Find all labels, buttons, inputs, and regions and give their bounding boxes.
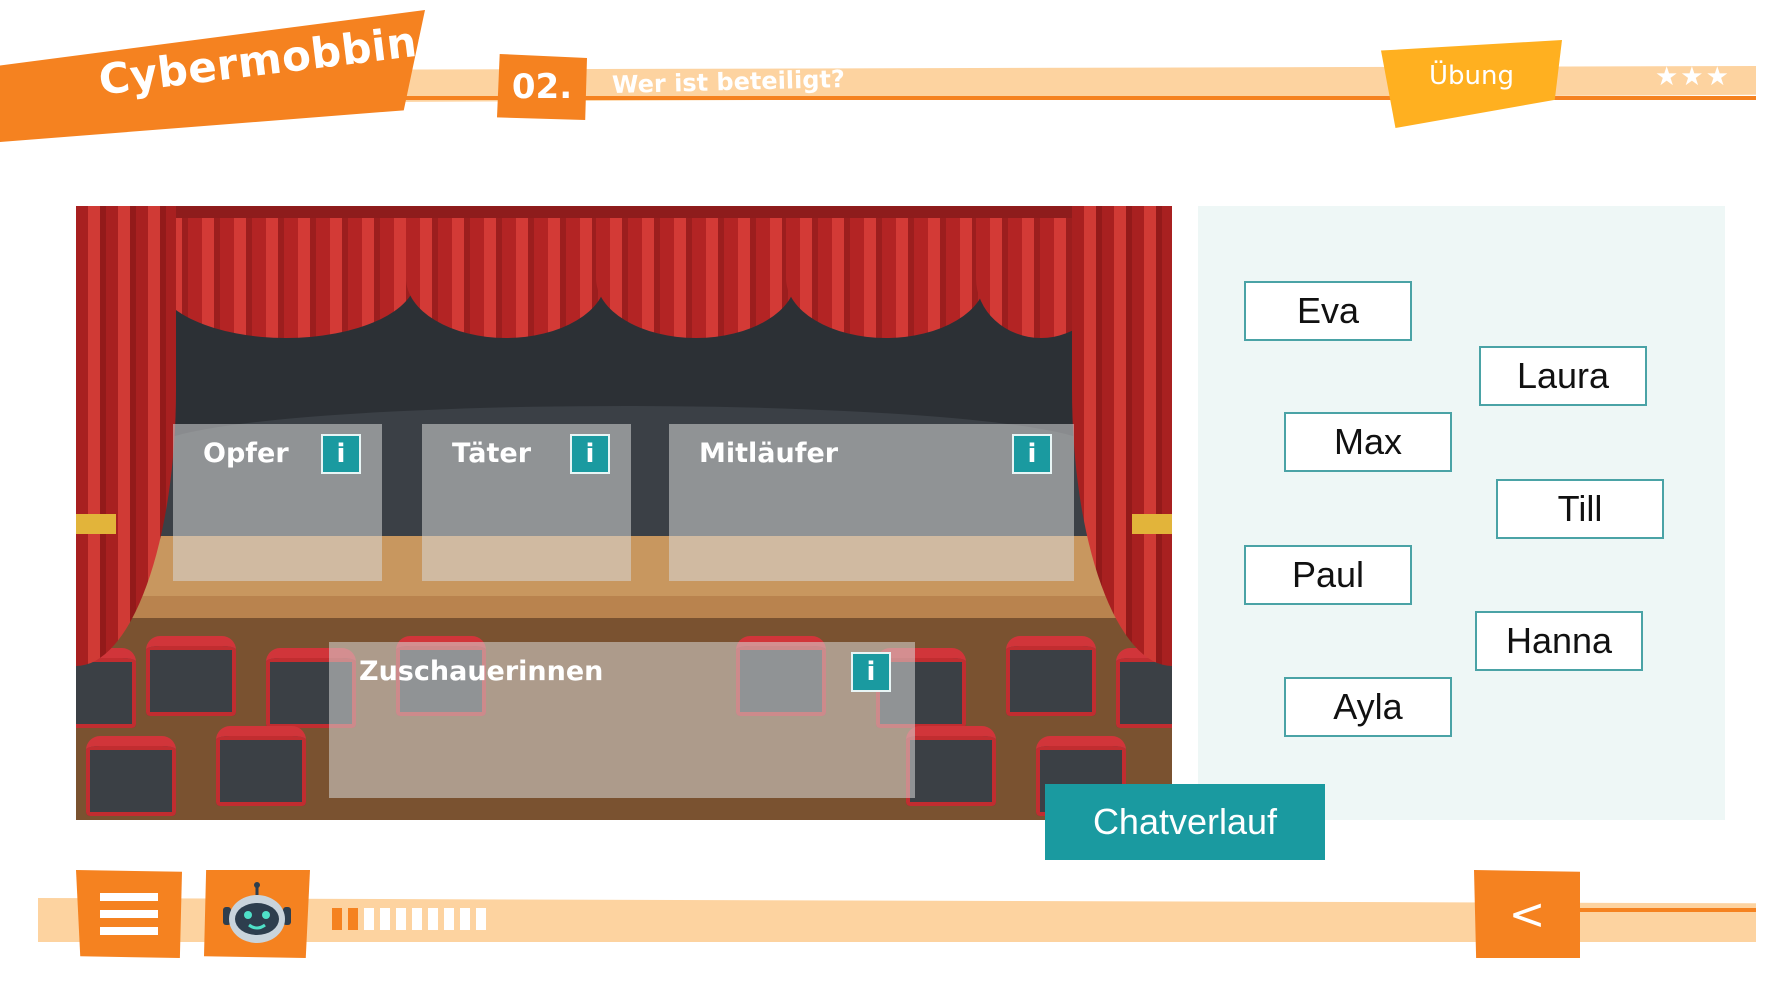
theater-stage: Opfer i Täter i Mitläufer i Zuschauerinn…	[76, 206, 1172, 820]
progress-segment	[458, 906, 472, 932]
drop-zone-label: Mitläufer	[699, 438, 839, 469]
curtain-valance	[596, 218, 796, 338]
header-line	[380, 96, 1756, 100]
name-card-max[interactable]: Max	[1284, 412, 1452, 472]
curtain-tieback-left	[76, 514, 116, 534]
theater-seat	[146, 636, 236, 716]
theater-seat	[216, 726, 306, 806]
hamburger-icon-bar	[100, 927, 158, 935]
menu-button[interactable]	[76, 870, 182, 958]
drop-zone-taeter[interactable]: Täter i	[422, 424, 631, 581]
progress-segment	[330, 906, 344, 932]
footer-line	[1490, 908, 1756, 912]
robot-helper-button[interactable]	[204, 870, 310, 958]
progress-segment	[426, 906, 440, 932]
theater-seat	[86, 736, 176, 816]
chevron-left-icon: <	[1508, 888, 1546, 940]
drop-zone-mitlaeufer[interactable]: Mitläufer i	[669, 424, 1074, 581]
name-card-hanna[interactable]: Hanna	[1475, 611, 1643, 671]
curtain-valance	[406, 218, 606, 338]
progress-segment	[346, 906, 360, 932]
robot-icon	[223, 882, 291, 943]
drop-zone-label: Zuschauerinnen	[359, 656, 604, 687]
drop-zone-opfer[interactable]: Opfer i	[173, 424, 382, 581]
progress-segment	[410, 906, 424, 932]
difficulty-stars-icon: ★★★	[1655, 62, 1731, 92]
progress-segment	[378, 906, 392, 932]
name-card-laura[interactable]: Laura	[1479, 346, 1647, 406]
name-card-eva[interactable]: Eva	[1244, 281, 1412, 341]
curtain-valance	[786, 218, 986, 338]
header-bar: Cybermobbing 02. Wer ist beteiligt? Übun…	[0, 0, 1783, 160]
name-card-paul[interactable]: Paul	[1244, 545, 1412, 605]
theater-seat	[1006, 636, 1096, 716]
name-card-ayla[interactable]: Ayla	[1284, 677, 1452, 737]
chapter-number: 02.	[497, 54, 587, 120]
back-button[interactable]: <	[1474, 870, 1580, 958]
chat-history-button[interactable]: Chatverlauf	[1045, 784, 1325, 860]
exercise-tag: Übung	[1381, 40, 1562, 128]
stage-front	[76, 596, 1172, 622]
curtain-tieback-right	[1132, 514, 1172, 534]
theater-seat	[906, 726, 996, 806]
info-icon[interactable]: i	[851, 652, 891, 692]
names-panel: Eva Laura Max Till Paul Hanna Ayla	[1198, 206, 1725, 820]
drop-zone-label: Täter	[452, 438, 532, 469]
info-icon[interactable]: i	[321, 434, 361, 474]
hamburger-icon-bar	[100, 893, 158, 901]
progress-segment	[394, 906, 408, 932]
name-card-till[interactable]: Till	[1496, 479, 1664, 539]
footer-band	[38, 898, 1756, 942]
info-icon[interactable]: i	[1012, 434, 1052, 474]
progress-segment	[362, 906, 376, 932]
progress-bar	[330, 906, 488, 932]
progress-segment	[442, 906, 456, 932]
drop-zone-zuschauerinnen[interactable]: Zuschauerinnen i	[329, 642, 915, 798]
progress-segment	[474, 906, 488, 932]
info-icon[interactable]: i	[570, 434, 610, 474]
curtain-valance	[156, 218, 416, 338]
hamburger-icon-bar	[100, 910, 158, 918]
drop-zone-label: Opfer	[203, 438, 289, 469]
